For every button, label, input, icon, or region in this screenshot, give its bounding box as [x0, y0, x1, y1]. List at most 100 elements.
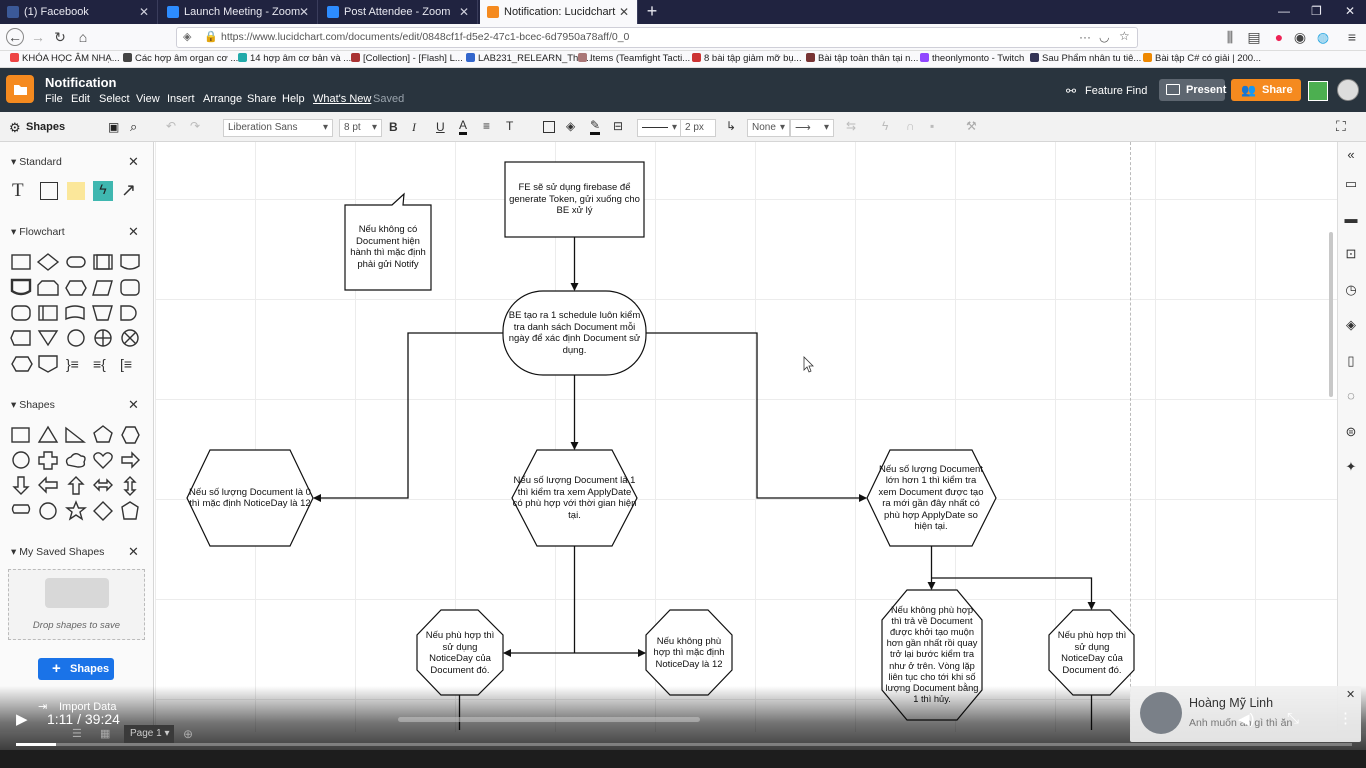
horizontal-scrollbar[interactable] [398, 717, 700, 722]
maximize-button[interactable]: ❐ [1311, 4, 1322, 18]
database-icon[interactable]: ⊜ [1345, 424, 1357, 439]
gear-icon[interactable]: ⚙ [9, 120, 21, 135]
line-color-icon[interactable]: ✎ [590, 119, 601, 135]
library-icon[interactable]: ⫼ [1226, 29, 1234, 45]
share-button[interactable]: 👥 Share [1231, 79, 1301, 101]
vertical-scrollbar[interactable] [1329, 232, 1333, 397]
bookmark-item[interactable]: LAB231_RELEARN_Tha... [466, 53, 592, 64]
tab-facebook[interactable]: (1) Facebook ✕ [0, 0, 158, 24]
bold-icon[interactable]: B [389, 120, 398, 134]
image-icon[interactable]: ▣ [108, 120, 120, 134]
menu-share[interactable]: Share [247, 93, 277, 105]
reload-icon[interactable]: ↻ [54, 29, 66, 45]
arrow-end-select[interactable]: ⟶▾ [790, 119, 834, 137]
menu-whats-new[interactable]: What's New [313, 93, 372, 105]
volume-icon[interactable]: ◀) [1238, 711, 1255, 728]
close-icon[interactable]: ✕ [128, 397, 139, 412]
grid-icon[interactable]: ▦ [100, 728, 111, 740]
section-standard[interactable]: ▾ Standard [11, 156, 62, 168]
undo-icon[interactable]: ↶ [166, 119, 177, 133]
close-icon[interactable]: ✕ [458, 5, 469, 19]
avatar[interactable] [1337, 79, 1359, 101]
rectangle-shape-icon[interactable] [40, 182, 58, 200]
close-icon[interactable]: ✕ [128, 544, 139, 559]
sidebar-icon[interactable]: ▤ [1247, 29, 1261, 45]
menu-file[interactable]: File [45, 93, 63, 105]
exit-fullscreen-icon[interactable]: ⤡ [1287, 710, 1300, 727]
line-style-select[interactable]: ▾ [637, 119, 681, 137]
extension-icon[interactable]: ● [1274, 29, 1284, 45]
minimize-button[interactable]: — [1278, 4, 1290, 18]
lock-icon[interactable]: ▪ [930, 119, 935, 133]
star-icon[interactable]: ☆ [1119, 29, 1130, 43]
align-icon[interactable]: ≡ [483, 119, 491, 133]
bookmark-item[interactable]: Các hợp âm organ cơ ... [123, 53, 238, 64]
pocket-icon[interactable]: ◡ [1099, 30, 1110, 44]
tab-launch-meeting[interactable]: Launch Meeting - Zoom ✕ [160, 0, 318, 24]
magic-icon[interactable]: ✦ [1345, 459, 1357, 474]
arrow-start-select[interactable]: None▾ [747, 119, 790, 137]
list-icon[interactable]: ☰ [72, 728, 82, 740]
new-tab-button[interactable]: + [646, 1, 658, 21]
menu-select[interactable]: Select [99, 93, 130, 105]
border-icon[interactable] [543, 121, 555, 133]
font-size-select[interactable]: 8 pt▾ [339, 119, 382, 137]
section-my-saved-shapes[interactable]: ▾ My Saved Shapes [11, 546, 105, 558]
bookmark-item[interactable]: theonlymonto - Twitch [920, 53, 1024, 64]
bookmark-item[interactable]: 14 hợp âm cơ bản và ... [238, 53, 351, 64]
video-progress-track[interactable] [16, 743, 1352, 746]
extension-icon[interactable]: ◍ [1316, 29, 1330, 45]
document-title[interactable]: Notification [45, 75, 117, 90]
presentation-icon[interactable]: ⊡ [1345, 246, 1357, 261]
bookmark-item[interactable]: Sau Phẩm nhân tu tiê... [1030, 53, 1141, 64]
style-icon[interactable]: ⊟ [613, 119, 624, 133]
flowchart-shapes-grid[interactable]: }≡ ≡{ [≡ [8, 250, 148, 374]
chat-icon[interactable]: ◌ [1347, 388, 1355, 403]
text-color-icon[interactable]: A [459, 119, 468, 135]
lucidchart-logo[interactable] [6, 75, 34, 103]
italic-icon[interactable]: I [412, 120, 416, 134]
wrench-icon[interactable]: ⚒ [966, 119, 977, 133]
import-data-button[interactable]: Import Data [59, 701, 117, 713]
section-flowchart[interactable]: ▾ Flowchart [11, 226, 65, 238]
menu-edit[interactable]: Edit [71, 93, 90, 105]
page-tab[interactable]: Page 1 ▾ [124, 725, 174, 743]
tab-lucidchart[interactable]: Notification: Lucidchart ✕ [480, 0, 638, 24]
swap-icon[interactable]: ⇆ [846, 119, 857, 133]
fill-icon[interactable]: ◈ [566, 119, 576, 133]
bookmark-item[interactable]: Bài tập toàn thân tại n... [806, 53, 918, 64]
search-icon[interactable]: ⌕ [130, 119, 138, 134]
section-shapes[interactable]: ▾ Shapes [11, 399, 55, 411]
url-bar[interactable]: ◈ 🔒 https://www.lucidchart.com/documents… [176, 27, 1138, 48]
page-settings-icon[interactable]: ▭ [1344, 176, 1358, 191]
bookmark-item[interactable]: 8 bài tập giảm mỡ bụ... [692, 53, 802, 64]
layers-icon[interactable]: ◈ [1346, 317, 1356, 332]
menu-arrange[interactable]: Arrange [203, 93, 243, 105]
diagram-canvas[interactable] [155, 142, 1337, 732]
more-options-icon[interactable]: ⋮ [1338, 710, 1353, 727]
add-page-icon[interactable]: ⊕ [183, 727, 194, 741]
more-icon[interactable]: ··· [1079, 30, 1091, 44]
menu-help[interactable]: Help [282, 93, 305, 105]
lightning-icon[interactable]: ϟ [882, 119, 889, 133]
present-button[interactable]: Present [1159, 79, 1226, 101]
close-icon[interactable]: ✕ [138, 5, 149, 19]
close-icon[interactable]: ✕ [128, 224, 139, 239]
close-icon[interactable]: ✕ [298, 5, 309, 19]
text-shape-icon[interactable]: T [12, 180, 24, 201]
menu-icon[interactable]: ≡ [1347, 29, 1357, 45]
bookmark-item[interactable]: Items (Teamfight Tacti... [578, 53, 690, 64]
bookmark-item[interactable]: KHÓA HỌC ÂM NHẠ... [10, 53, 120, 64]
lightning-icon[interactable]: ϟ [93, 181, 113, 201]
forward-icon[interactable]: → [31, 29, 45, 45]
account-icon[interactable]: ◉ [1293, 29, 1307, 45]
magnet-icon[interactable]: ∩ [906, 119, 915, 133]
close-icon[interactable]: ✕ [618, 5, 629, 19]
close-icon[interactable]: ✕ [1346, 689, 1356, 701]
saved-shapes-dropzone[interactable]: Drop shapes to save [8, 569, 145, 640]
close-icon[interactable]: ✕ [128, 154, 139, 169]
redo-icon[interactable]: ↷ [190, 119, 201, 133]
bookmark-item[interactable]: Bài tập C# có giải | 200... [1143, 53, 1261, 64]
tab-post-attendee[interactable]: Post Attendee - Zoom ✕ [320, 0, 478, 24]
data-icon[interactable]: ▯ [1347, 353, 1355, 368]
